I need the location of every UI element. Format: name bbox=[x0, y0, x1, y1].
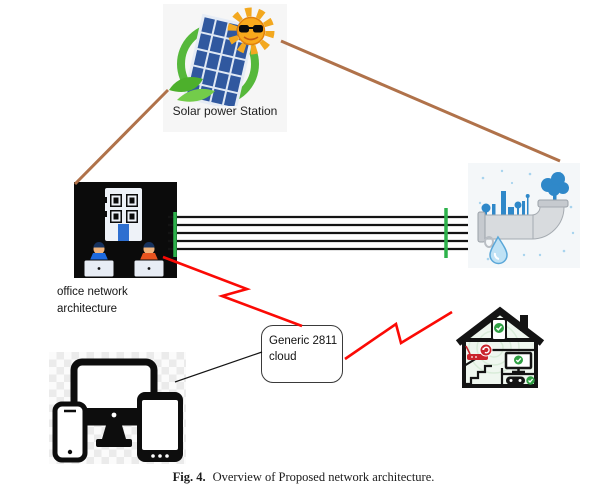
smart-home-node bbox=[452, 306, 548, 392]
office-worker-orange bbox=[133, 242, 165, 278]
cloud-label: Generic 2811 cloud bbox=[269, 335, 338, 363]
client-devices-icon bbox=[52, 358, 183, 463]
water-station-node bbox=[468, 163, 580, 268]
sun-icon bbox=[227, 7, 275, 55]
water-speckles bbox=[478, 169, 575, 261]
router-alert bbox=[465, 343, 493, 360]
leaf bbox=[169, 77, 203, 92]
chimney bbox=[520, 315, 528, 331]
sunglasses bbox=[239, 25, 249, 33]
drop-highlight bbox=[493, 252, 500, 260]
link-office-to-water-bus bbox=[168, 215, 468, 251]
link-cloud-to-home bbox=[344, 310, 453, 361]
link-solar-to-office bbox=[73, 88, 170, 186]
sun-smile bbox=[243, 36, 259, 41]
leaf bbox=[177, 88, 215, 102]
link-devices-to-cloud bbox=[174, 351, 263, 383]
solar-station-label: Solar power Station bbox=[172, 104, 278, 118]
caption-label: Fig. 4. bbox=[172, 470, 206, 484]
link-office-to-cloud bbox=[162, 255, 303, 328]
solar-power-station-icon bbox=[169, 7, 275, 106]
figure-caption: Fig. 4. Overview of Proposed network arch… bbox=[0, 470, 607, 485]
office-building bbox=[103, 188, 142, 241]
office-network-label: office network architecture bbox=[57, 286, 128, 316]
water-pipe bbox=[477, 199, 569, 248]
link-solar-to-water bbox=[280, 39, 561, 163]
water-drop-icon bbox=[489, 235, 508, 265]
smart-monitor bbox=[504, 351, 533, 374]
client-devices-node bbox=[49, 352, 186, 464]
office-worker-blue bbox=[83, 242, 115, 278]
office-network-icon bbox=[83, 188, 165, 278]
smart-tablet bbox=[491, 318, 507, 341]
tablet-icon bbox=[137, 392, 183, 462]
office-network-node bbox=[74, 182, 177, 278]
building-door bbox=[118, 224, 129, 241]
building-windows bbox=[110, 194, 138, 223]
monitor-icon bbox=[70, 358, 158, 447]
roof bbox=[455, 306, 545, 346]
smart-home-icon bbox=[455, 306, 545, 388]
city-silhouette bbox=[481, 191, 530, 216]
tree-icon bbox=[541, 172, 569, 202]
water-station-icon bbox=[477, 169, 575, 265]
caption-text: Overview of Proposed network architectur… bbox=[212, 470, 435, 484]
generic-2811-cloud-node: Generic 2811 cloud bbox=[261, 325, 343, 383]
game-controller bbox=[506, 376, 535, 385]
smartphone-icon bbox=[52, 401, 88, 463]
solar-power-station-node: Solar power Station bbox=[163, 4, 287, 132]
